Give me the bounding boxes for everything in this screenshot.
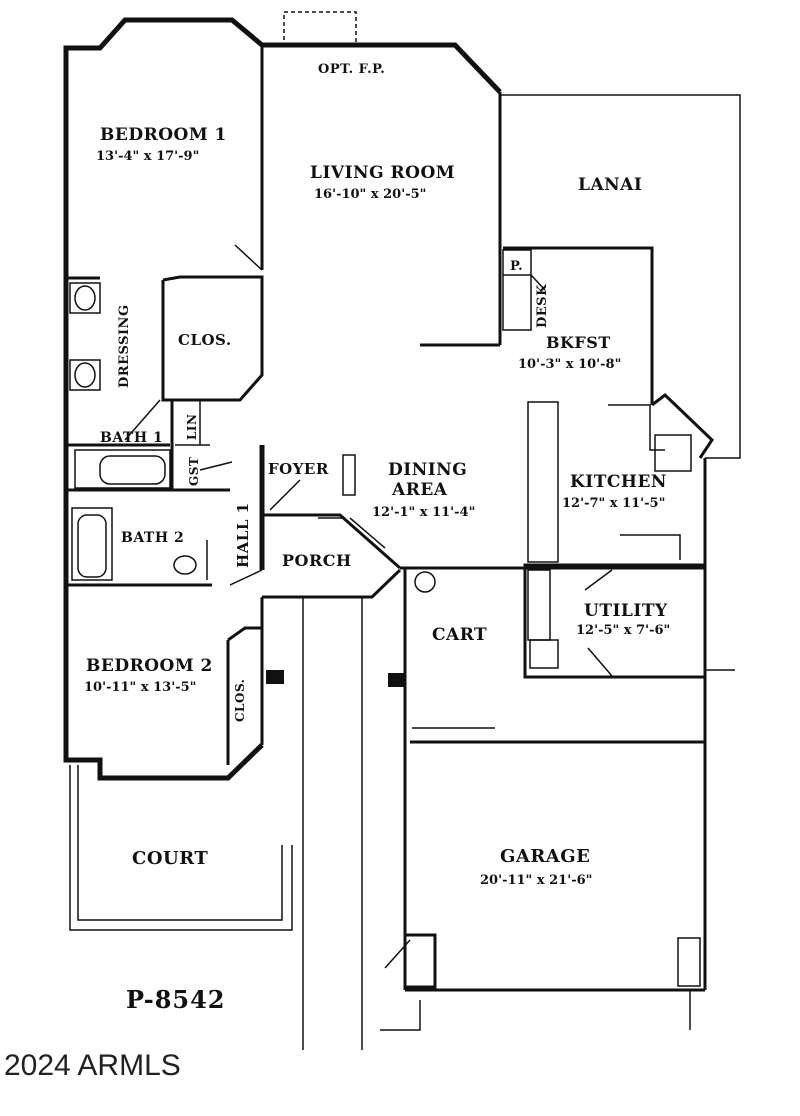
porch-label: PORCH: [282, 551, 352, 570]
living-room-label: LIVING ROOM: [310, 163, 455, 183]
bedroom1-size: 13'-4" x 17'-9": [96, 149, 199, 164]
bkfst-size: 10'-3" x 10'-8": [518, 357, 621, 372]
dining-label: DINING: [388, 460, 467, 480]
lanai-label: LANAI: [578, 175, 642, 195]
walls: [63, 11, 741, 1050]
opt-fp-label: OPT. F.P.: [318, 62, 385, 77]
plan-code: P-8542: [126, 985, 226, 1014]
dining-size: 12'-1" x 11'-4": [372, 505, 475, 520]
utility-size: 12'-5" x 7'-6": [576, 623, 670, 638]
bedroom2-label: BEDROOM 2: [86, 656, 213, 676]
kitchen-size: 12'-7" x 11'-5": [562, 496, 665, 511]
utility-label: UTILITY: [584, 601, 668, 621]
kitchen-label: KITCHEN: [570, 472, 667, 492]
gst-label: GST: [187, 457, 201, 486]
bedroom1-label: BEDROOM 1: [100, 125, 227, 145]
area-label: AREA: [391, 480, 448, 500]
lin-label: LIN: [185, 413, 199, 440]
bath1-label: BATH 1: [100, 430, 163, 446]
desk-label: DESK: [535, 284, 550, 328]
dressing-label: DRESSING: [117, 304, 132, 388]
hall-label: HALL 1: [234, 502, 252, 568]
foyer-label: FOYER: [268, 460, 329, 478]
copyright-watermark: 2024 ARMLS: [4, 1049, 181, 1082]
bath2-label: BATH 2: [121, 530, 184, 546]
garage-label: GARAGE: [500, 846, 590, 867]
pantry-label: P.: [510, 259, 523, 274]
garage-size: 20'-11" x 21'-6": [480, 873, 592, 888]
court-label: COURT: [132, 848, 208, 869]
clos1-label: CLOS.: [178, 331, 232, 349]
bkfst-label: BKFST: [546, 333, 611, 352]
clos2-label: CLOS.: [233, 679, 247, 722]
bedroom2-size: 10'-11" x 13'-5": [84, 680, 196, 695]
cart-label: CART: [432, 625, 487, 645]
living-room-size: 16'-10" x 20'-5": [314, 187, 426, 202]
